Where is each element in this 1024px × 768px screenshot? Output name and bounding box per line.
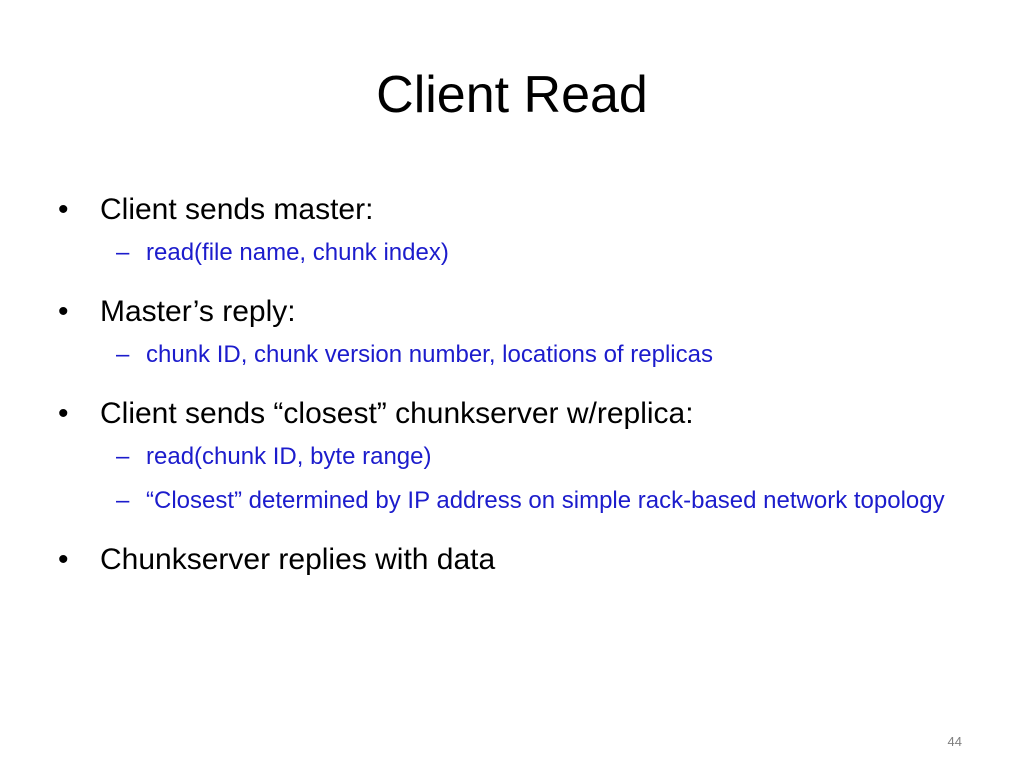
bullet-text: Chunkserver replies with data bbox=[100, 543, 496, 576]
page-number: 44 bbox=[947, 734, 962, 749]
dash-marker: – bbox=[116, 341, 130, 368]
dash-marker: – bbox=[116, 239, 130, 266]
sub-bullet-text: “Closest” determined by IP address on si… bbox=[146, 487, 945, 514]
bullet-item: • Client sends “closest” chunkserver w/r… bbox=[58, 394, 978, 518]
bullet-item: • Chunkserver replies with data bbox=[58, 540, 978, 580]
slide-title: Client Read bbox=[376, 66, 648, 124]
bullet-item: • Master’s reply: – chunk ID, chunk vers… bbox=[58, 292, 978, 372]
sub-bullet-item: – “Closest” determined by IP address on … bbox=[58, 484, 946, 518]
sub-bullet-item: – chunk ID, chunk version number, locati… bbox=[58, 338, 946, 372]
sub-bullet-list: – read(file name, chunk index) bbox=[58, 236, 936, 270]
sub-bullet-list: – chunk ID, chunk version number, locati… bbox=[58, 338, 936, 372]
bullet-text: Client sends “closest” chunkserver w/rep… bbox=[100, 397, 694, 430]
sub-bullet-item: – read(file name, chunk index) bbox=[58, 236, 946, 270]
sub-bullet-text: read(file name, chunk index) bbox=[146, 239, 449, 266]
bullet-item: • Client sends master: – read(file name,… bbox=[58, 190, 978, 270]
bullet-text: Client sends master: bbox=[100, 193, 374, 226]
sub-bullet-item: – read(chunk ID, byte range) bbox=[58, 440, 946, 474]
sub-bullet-list: – read(chunk ID, byte range) – “Closest”… bbox=[58, 440, 945, 518]
bullet-list: • Client sends master: – read(file name,… bbox=[58, 190, 978, 602]
sub-bullet-text: read(chunk ID, byte range) bbox=[146, 443, 432, 470]
bullet-marker: • bbox=[58, 295, 69, 328]
bullet-marker: • bbox=[58, 397, 69, 430]
dash-marker: – bbox=[116, 487, 130, 514]
dash-marker: – bbox=[116, 443, 130, 470]
bullet-text: Master’s reply: bbox=[100, 295, 296, 328]
bullet-marker: • bbox=[58, 543, 69, 576]
bullet-marker: • bbox=[58, 193, 69, 226]
sub-bullet-text: chunk ID, chunk version number, location… bbox=[146, 341, 713, 368]
